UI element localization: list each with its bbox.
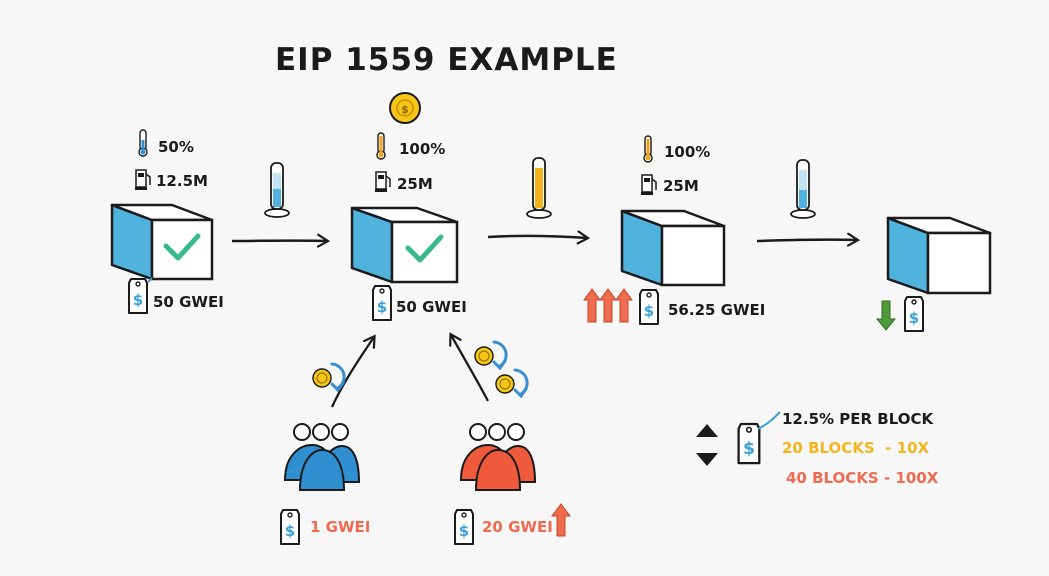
page-title: EIP 1559 EXAMPLE [275,42,618,78]
coin-rotate-icon [474,340,508,370]
check-icon [405,234,444,263]
block-1-fee: 50 GWEI [153,293,224,311]
block-2-usage: 100% [399,140,446,158]
block-2-gas: 25M [397,175,433,193]
price-tag-icon [128,278,148,314]
flow-arrow [487,236,587,238]
gas-pump-icon [134,169,151,191]
price-tag-icon [904,296,924,332]
submit-arrow [330,337,374,408]
legend-per-block: 12.5% PER BLOCK [782,410,934,428]
thermometer-icon [264,162,290,218]
legend-updown-icon [696,424,718,466]
gas-pump-icon [640,174,657,196]
thermometer-icon [790,159,816,219]
submit-arrow [451,335,490,402]
user-group-blue-icon [283,423,361,491]
fee-decrease-arrow-icon [875,300,897,331]
price-tag-icon [737,422,761,465]
coin-rotate-icon [312,362,346,392]
thermometer-icon [138,129,148,157]
sun-coin-icon: $ [389,92,421,124]
block-2-fee: 50 GWEI [396,298,467,316]
block-2 [350,206,459,284]
coin-rotate-icon [495,368,529,398]
price-tag-icon [280,509,300,545]
user-group-1-fee: 1 GWEI [310,518,371,536]
block-4 [886,216,992,295]
block-1-usage: 50% [158,138,194,156]
block-3 [620,209,726,287]
gas-pump-icon [374,171,391,193]
legend-20-blocks: 20 BLOCKS - 10X [782,439,930,457]
fee-increase-arrows-icon [583,288,633,323]
price-tag-icon [454,509,474,545]
block-3-fee: 56.25 GWEI [668,301,766,319]
svg-text:$: $ [401,103,409,116]
legend-40-blocks: 40 BLOCKS - 100X [786,469,939,487]
user-group-2-fee: 20 GWEI [482,518,553,536]
price-tag-icon [372,285,392,321]
block-3-gas: 25M [663,177,699,195]
thermometer-icon [526,157,552,219]
block-1-gas: 12.5M [156,172,208,190]
fee-increase-arrow-icon [551,503,571,537]
block-1 [110,203,214,281]
block-3-usage: 100% [664,143,711,161]
flow-arrow [756,240,857,241]
user-group-red-icon [459,423,537,491]
price-tag-icon [639,289,659,325]
thermometer-icon [643,135,653,163]
check-icon [163,233,201,261]
thermometer-icon [376,132,386,160]
